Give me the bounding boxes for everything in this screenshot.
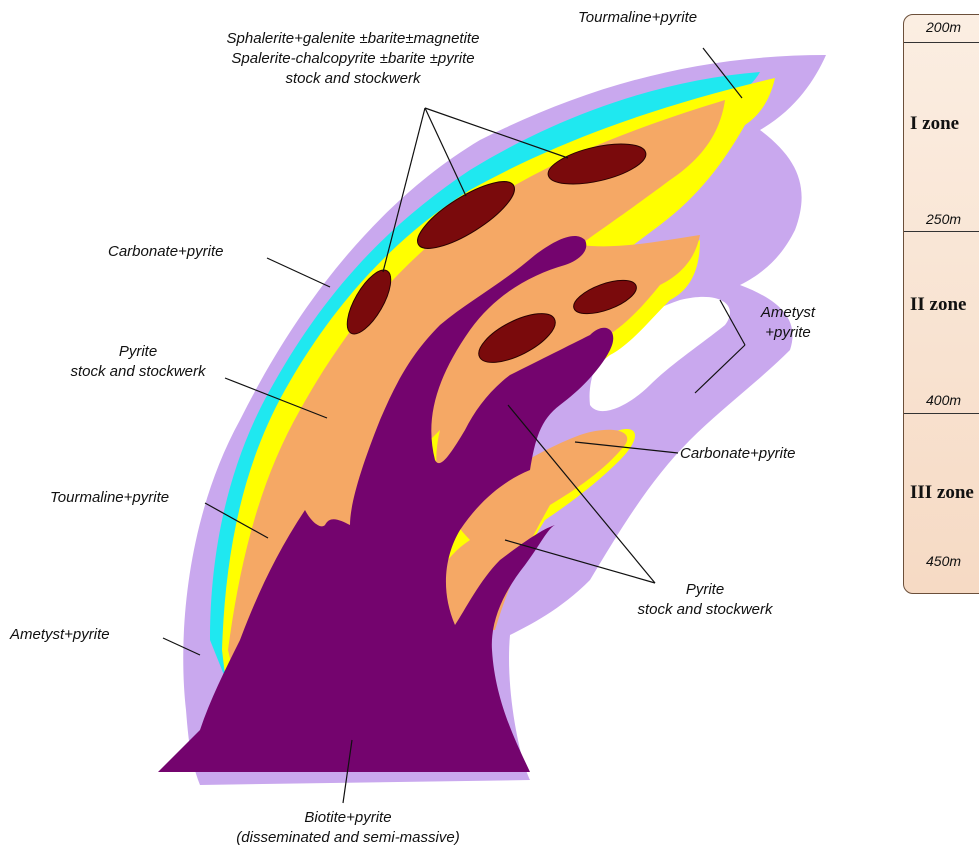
ore-lenses-line-3: stock and stockwerk <box>188 69 518 89</box>
zone-i-label: I zone <box>910 113 959 135</box>
scale-divider-2 <box>904 231 979 232</box>
depth-200m: 200m <box>926 19 961 35</box>
pyrite-right-line-2: stock and stockwerk <box>605 600 805 620</box>
depth-scale: 200m I zone 250m II zone 400m III zone 4… <box>903 14 979 594</box>
zone-iii-label: III zone <box>910 482 974 504</box>
biotite-line-2: (disseminated and semi-massive) <box>188 828 508 848</box>
depth-400m: 400m <box>926 392 961 408</box>
biotite-line-1: Biotite+pyrite <box>188 808 508 828</box>
ore-lenses-line-1: Sphalerite+galenite ±barite±magnetite <box>188 29 518 49</box>
carbonate-right-label: Carbonate+pyrite <box>680 444 796 464</box>
depth-250m: 250m <box>926 211 961 227</box>
biotite-label: Biotite+pyrite (disseminated and semi-ma… <box>188 808 508 848</box>
ametyst-left-label: Ametyst+pyrite <box>10 625 110 645</box>
ore-lenses-line-2: Spalerite-chalcopyrite ±barite ±pyrite <box>188 49 518 69</box>
pyrite-left-line-2: stock and stockwerk <box>38 362 238 382</box>
pyrite-left-label: Pyrite stock and stockwerk <box>38 342 238 382</box>
ametyst-right-line-1: Ametyst <box>748 303 828 323</box>
zone-ii-label: II zone <box>910 294 966 316</box>
ametyst-right-label: Ametyst +pyrite <box>748 303 828 343</box>
tourmaline-top-label: Tourmaline+pyrite <box>578 8 697 28</box>
pyrite-right-line-1: Pyrite <box>605 580 805 600</box>
depth-450m: 450m <box>926 553 961 569</box>
ametyst-right-line-2: +pyrite <box>748 323 828 343</box>
scale-divider-3 <box>904 413 979 414</box>
carbonate-left-label: Carbonate+pyrite <box>108 242 224 262</box>
ore-lenses-label: Sphalerite+galenite ±barite±magnetite Sp… <box>188 29 518 89</box>
tourmaline-left-label: Tourmaline+pyrite <box>50 488 169 508</box>
pyrite-left-line-1: Pyrite <box>38 342 238 362</box>
scale-divider-1 <box>904 42 979 43</box>
pyrite-right-label: Pyrite stock and stockwerk <box>605 580 805 620</box>
